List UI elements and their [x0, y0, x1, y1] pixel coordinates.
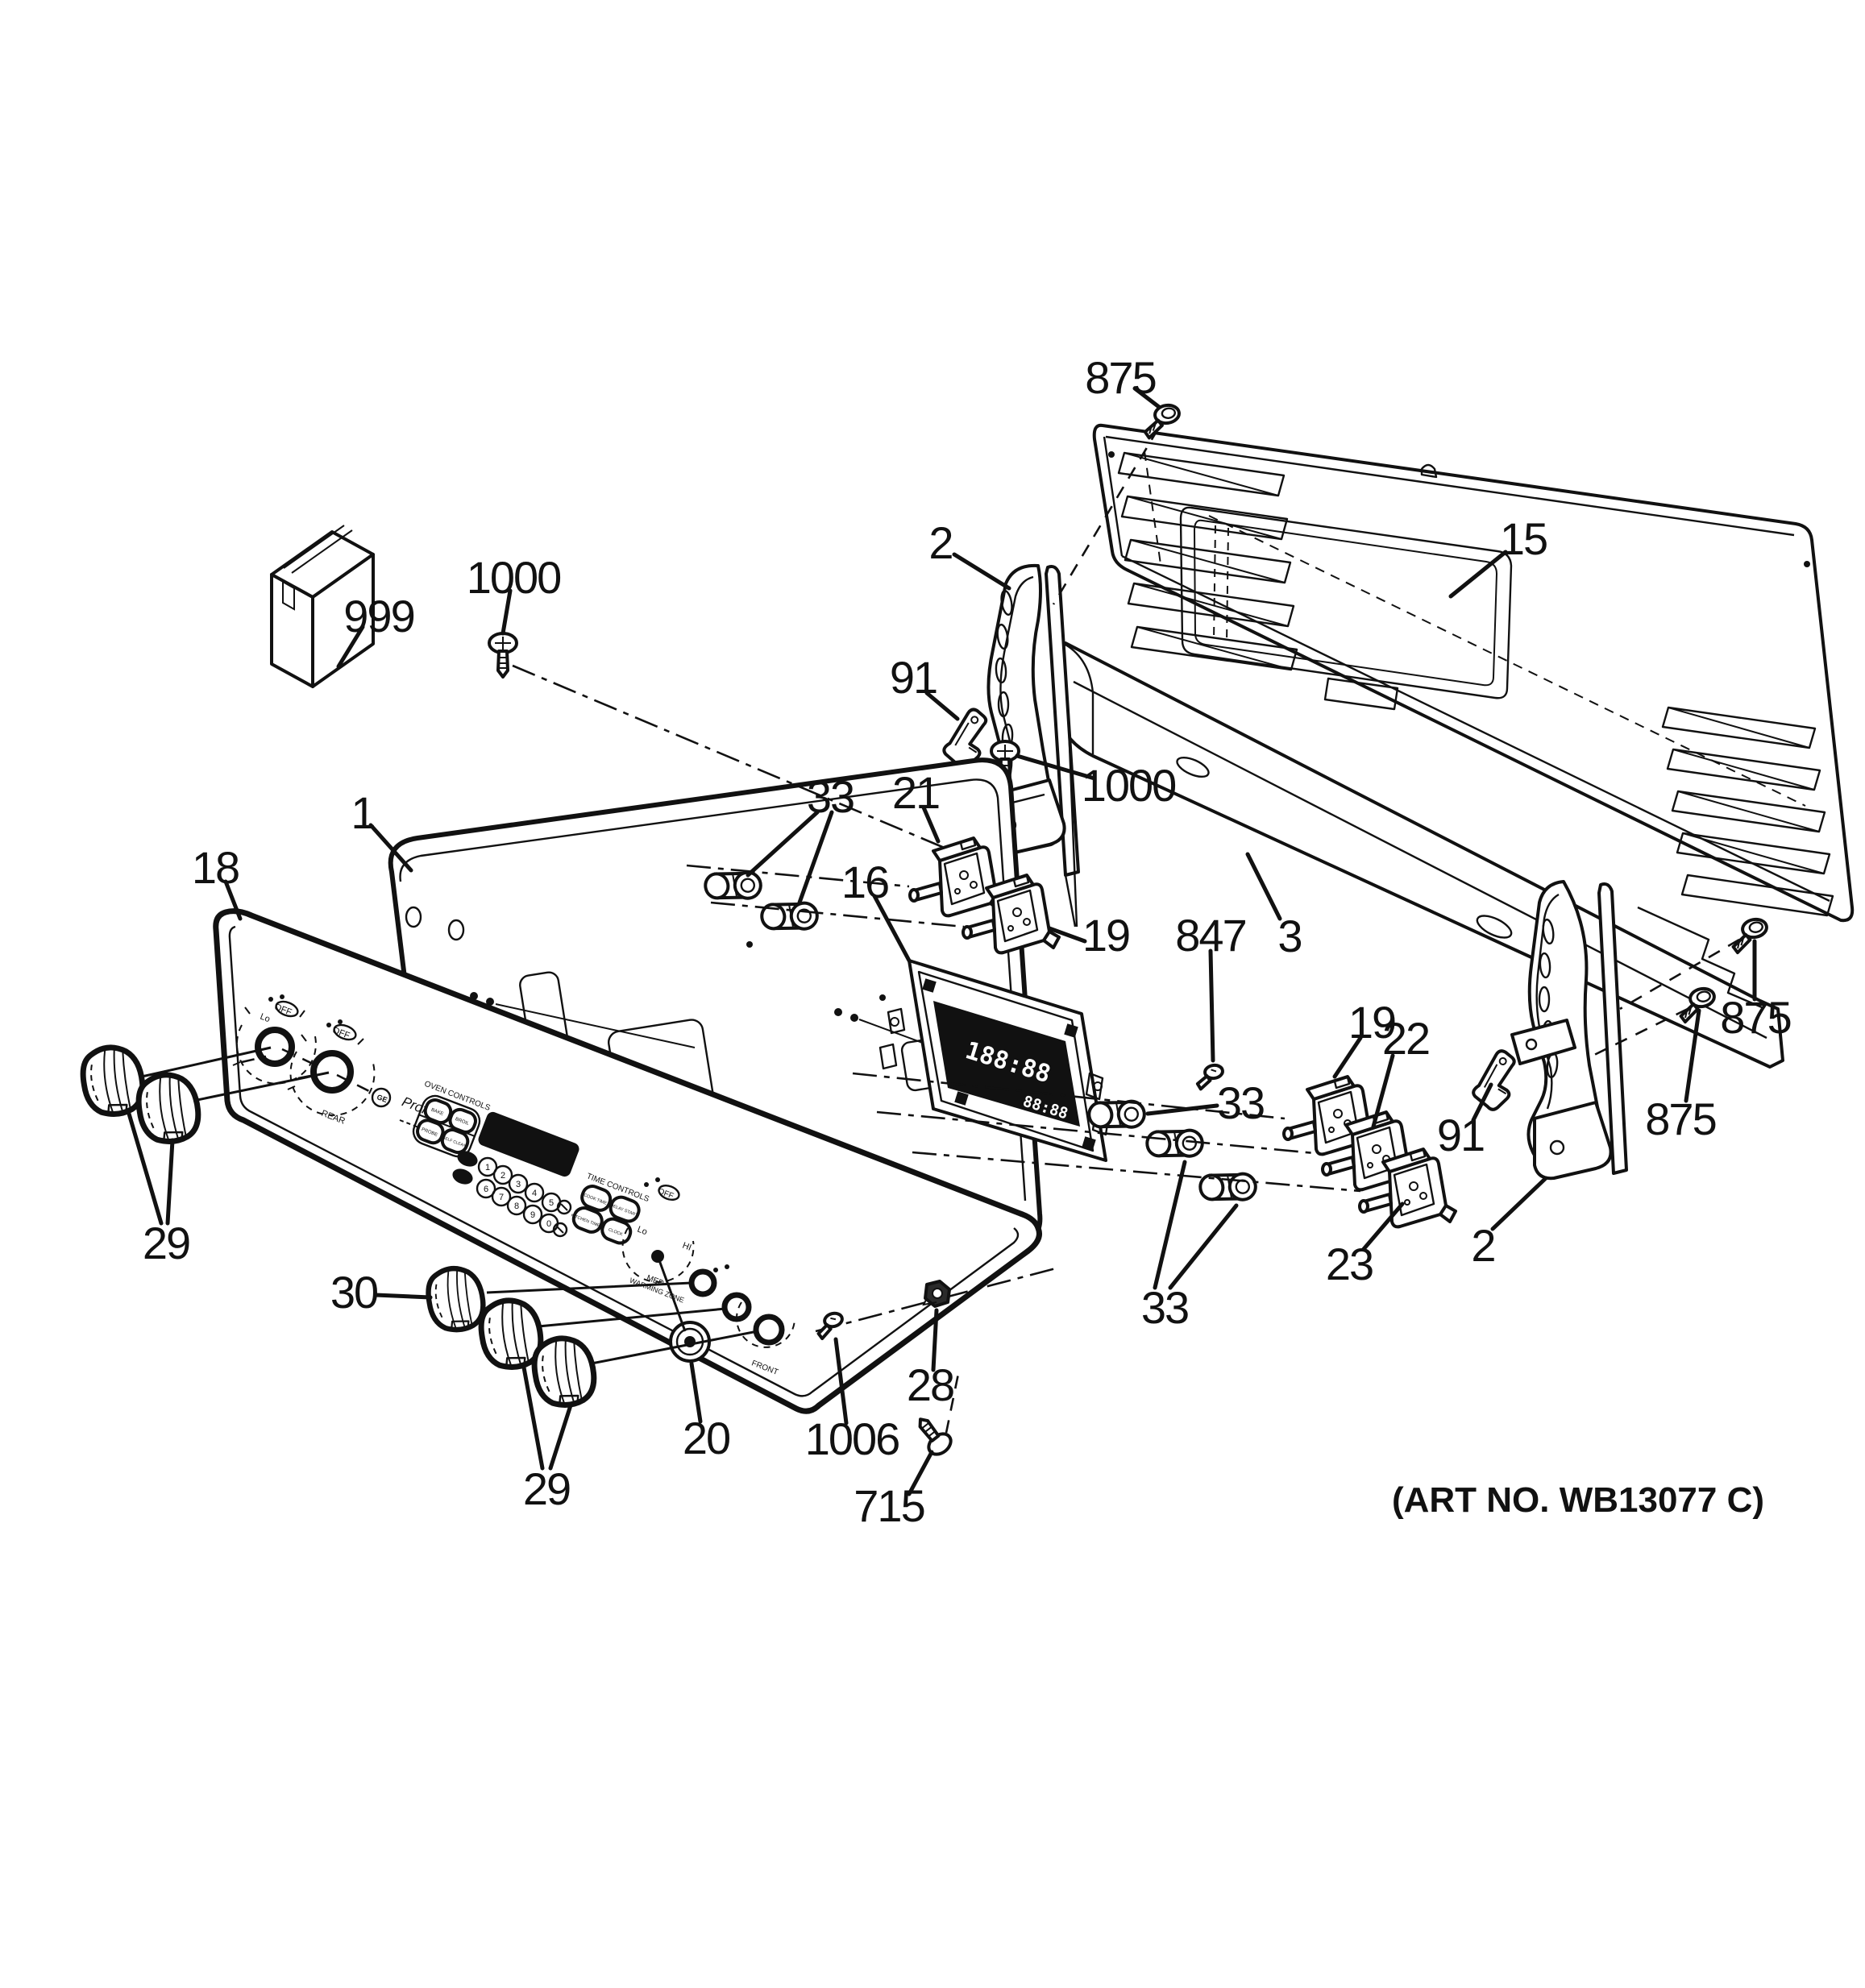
callout-18: 18 [192, 842, 239, 893]
callout-3: 3 [1277, 911, 1301, 961]
callout-875-right-b: 875 [1645, 1094, 1715, 1144]
callout-715: 715 [854, 1480, 924, 1531]
bushing-33-d [1143, 1123, 1207, 1165]
callout-1000-mid: 1000 [1082, 760, 1176, 811]
vent-slats-right [1661, 706, 1834, 917]
callout-999: 999 [343, 591, 413, 641]
key-2: 2 [501, 1171, 505, 1181]
keypad-icon-2 [552, 1222, 568, 1238]
keypad-icon-1 [556, 1199, 572, 1215]
callout-2-right: 2 [1471, 1220, 1494, 1271]
oven-btn-bake: BAKE [430, 1108, 444, 1117]
callout-15: 15 [1500, 513, 1547, 564]
overlay-dark-button-2 [452, 1168, 473, 1185]
assembly-line-1000-top [512, 664, 968, 859]
key-0: 0 [546, 1219, 551, 1229]
control-overlay-18: OFF Lo OFF REAR GE Profile OVEN CONTROLS [213, 908, 1042, 1414]
knob-29-bottom-2 [532, 1335, 597, 1408]
rear-vent-panel-15 [1092, 423, 1855, 923]
art-number: (ART NO. WB13077 C) [1392, 1480, 1764, 1520]
callout-875-right-a: 875 [1720, 992, 1790, 1043]
time-controls-cluster: TIME CONTROLS COOK TIME DELAY START KITC… [570, 1172, 650, 1245]
callout-1: 1 [351, 787, 374, 838]
callout-29-bottom: 29 [523, 1463, 570, 1514]
callout-33-mid: 33 [1217, 1077, 1264, 1128]
knob-30 [426, 1266, 485, 1333]
key-9: 9 [530, 1210, 535, 1220]
key-1: 1 [485, 1163, 490, 1172]
callout-28: 28 [907, 1359, 953, 1410]
overlay-display-window [478, 1111, 579, 1177]
knob-29-left-2 [136, 1072, 201, 1144]
bracket-right-plate [1510, 1019, 1576, 1065]
callout-21: 21 [892, 767, 939, 818]
key-7: 7 [499, 1193, 504, 1202]
bracket-2-right [1510, 880, 1628, 1181]
screw-1000-top [488, 632, 518, 679]
callout-30: 30 [330, 1267, 377, 1318]
callout-33-top: 33 [807, 771, 854, 822]
bracket-right-foot [1533, 1101, 1613, 1181]
warming-lo-label: Lo [636, 1225, 649, 1238]
rear-panel-recess [1179, 506, 1513, 711]
overlay-dial-rear-right: OFF REAR [287, 1019, 376, 1127]
nut-28 [922, 1280, 951, 1308]
overlay-dark-button-1 [457, 1151, 478, 1167]
bushing-33-e [1196, 1166, 1260, 1209]
callout-91-right: 91 [1437, 1110, 1484, 1160]
assembly-line-875-top [1052, 428, 1160, 605]
lo-label: Lo [259, 1012, 272, 1025]
assembly-lines-875-right [1589, 938, 1740, 1059]
callout-22: 22 [1382, 1013, 1429, 1064]
crossbar-end-flange [1637, 906, 1763, 1009]
callout-91-left: 91 [890, 652, 937, 703]
callout-19-left: 19 [1082, 910, 1129, 961]
callout-16: 16 [841, 857, 888, 907]
callout-labels: 875 2 15 999 1000 91 1000 33 21 16 1 18 … [143, 352, 1792, 1531]
screw-875-right-a [1727, 915, 1772, 955]
key-5: 5 [549, 1198, 554, 1208]
key-6: 6 [484, 1185, 488, 1194]
callout-23: 23 [1326, 1239, 1373, 1289]
warming-hi-label: HI [681, 1241, 693, 1253]
ge-monogram: GE [376, 1093, 388, 1104]
key-4: 4 [532, 1189, 537, 1198]
callout-33-bottom: 33 [1141, 1282, 1188, 1333]
key-3: 3 [516, 1180, 521, 1189]
overlay-keypad: 1 2 3 4 5 6 7 8 9 0 [476, 1156, 562, 1234]
callout-29-left: 29 [143, 1218, 189, 1268]
literature-box-999 [270, 525, 375, 688]
key-8: 8 [514, 1202, 519, 1211]
knob-leader-lines [141, 1046, 758, 1365]
callout-1006: 1006 [805, 1413, 899, 1464]
callout-847: 847 [1175, 910, 1245, 961]
knob-29-left-1 [81, 1044, 146, 1117]
callout-leader-lines [127, 386, 1757, 1496]
control-board-16: 188:88 88:88 [879, 959, 1111, 1162]
callout-875-top: 875 [1085, 352, 1155, 403]
callout-1000-top: 1000 [467, 552, 561, 603]
callout-19-right: 19 [1348, 997, 1395, 1048]
knob-20 [669, 1321, 711, 1363]
callout-2-left: 2 [928, 517, 952, 568]
vent-slats-left [1117, 451, 1298, 671]
clip-91-right [1463, 1047, 1526, 1115]
callout-20: 20 [683, 1413, 729, 1463]
